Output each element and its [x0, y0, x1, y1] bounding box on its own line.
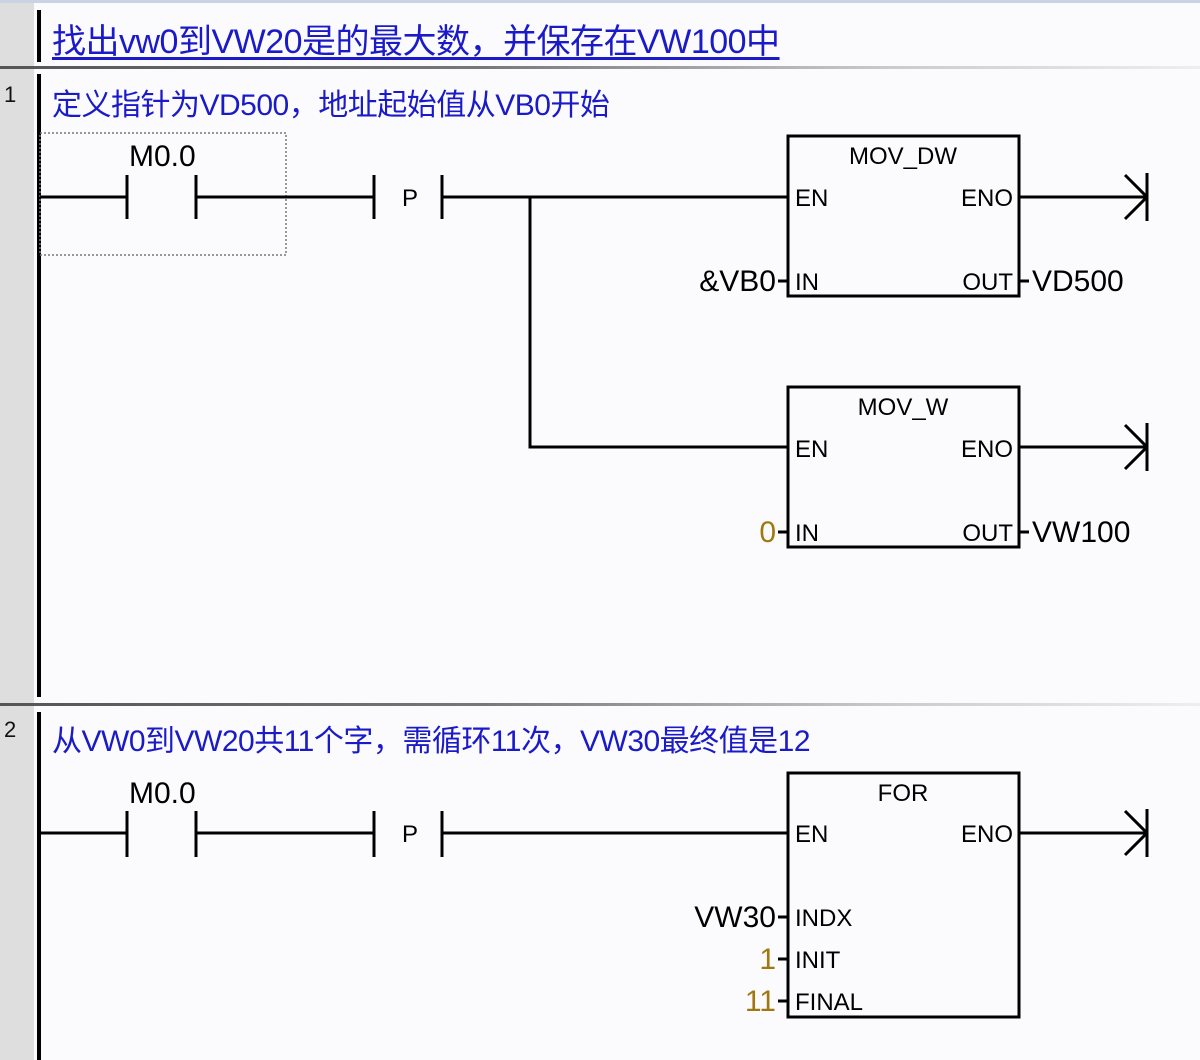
box-outline: [786, 771, 1021, 1019]
eno-terminator-icon: [1123, 173, 1149, 221]
for-box[interactable]: FOR EN INDX INIT FINAL ENO: [786, 771, 1021, 1019]
box-name: FOR: [878, 780, 929, 807]
final-operand-constant[interactable]: 11: [745, 985, 776, 1018]
out-operand[interactable]: VD500: [1032, 265, 1124, 298]
pin-en: EN: [795, 185, 828, 212]
init-operand-constant[interactable]: 1: [759, 943, 776, 976]
pin-eno: ENO: [961, 185, 1013, 212]
box-name: MOV_DW: [849, 143, 957, 170]
positive-edge-network-2[interactable]: P: [372, 811, 444, 857]
pin-eno: ENO: [961, 821, 1013, 848]
mov-dw-box[interactable]: MOV_DW EN IN ENO OUT: [786, 134, 1021, 298]
network-2: M0.0 P FOR EN INDX INIT FINAL ENO VW30 1…: [40, 771, 1149, 1019]
in-operand[interactable]: &VB0: [699, 265, 776, 298]
network-1: M0.0 P MOV_DW EN IN ENO OUT &VB0 VD500: [39, 132, 1149, 549]
pin-final: FINAL: [795, 989, 863, 1016]
edge-label: P: [402, 185, 418, 212]
positive-edge-network-1[interactable]: P: [372, 175, 444, 219]
branch-wire: [528, 197, 788, 449]
mov-w-box[interactable]: MOV_W EN IN ENO OUT: [786, 385, 1021, 549]
indx-operand[interactable]: VW30: [694, 901, 776, 934]
pin-init: INIT: [795, 947, 841, 974]
contact-address: M0.0: [129, 777, 196, 810]
contact-m0-0-network-1[interactable]: M0.0: [40, 140, 198, 219]
eno-terminator-icon: [1123, 423, 1149, 471]
top-border: [0, 0, 1200, 3]
contact-m0-0-network-2[interactable]: M0.0: [40, 777, 198, 857]
out-operand[interactable]: VW100: [1032, 516, 1130, 549]
eno-terminator-icon: [1123, 809, 1149, 857]
network-separator-2: [0, 703, 1200, 706]
box-name: MOV_W: [858, 394, 949, 421]
box-outline: [786, 385, 1021, 549]
network-number-1[interactable]: 1: [4, 82, 17, 107]
contact-address: M0.0: [129, 140, 196, 173]
network-separator-1: [0, 66, 1200, 69]
network-2-comment[interactable]: 从VW0到VW20共11个字，需循环11次，VW30最终值是12: [52, 725, 811, 758]
pin-out: OUT: [962, 269, 1013, 296]
pin-eno: ENO: [961, 436, 1013, 463]
network-gutter: [0, 0, 34, 1060]
pin-out: OUT: [962, 520, 1013, 547]
pin-in: IN: [795, 520, 819, 547]
program-title-comment[interactable]: 找出vw0到VW20是的最大数，并保存在VW100中: [52, 23, 780, 61]
network-1-comment[interactable]: 定义指针为VD500，地址起始值从VB0开始: [52, 89, 610, 122]
box-outline: [786, 134, 1021, 298]
edge-label: P: [402, 821, 418, 848]
in-operand-constant[interactable]: 0: [759, 516, 776, 549]
network-number-2[interactable]: 2: [4, 717, 17, 742]
pin-in: IN: [795, 269, 819, 296]
pin-en: EN: [795, 436, 828, 463]
pin-en: EN: [795, 821, 828, 848]
pin-indx: INDX: [795, 905, 852, 932]
